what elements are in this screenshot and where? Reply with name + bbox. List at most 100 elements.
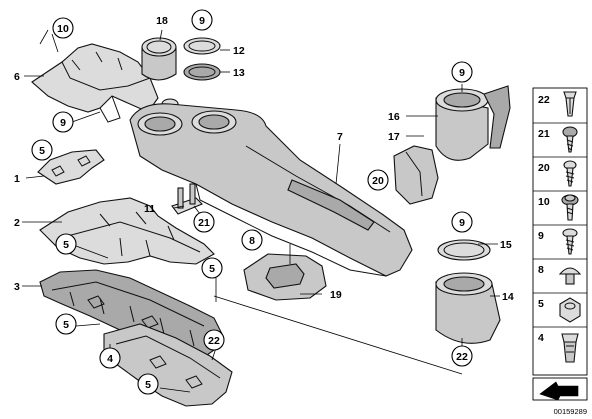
callout-22-a: 22 <box>203 329 225 351</box>
callout-1: 1 <box>14 173 20 185</box>
callout-label: 19 <box>330 289 342 301</box>
callout-9-left: 9 <box>52 111 74 133</box>
callout-label: 1 <box>14 173 20 185</box>
callout-label: 9 <box>199 15 205 27</box>
callout-label: 15 <box>500 239 512 251</box>
shifter-surround <box>435 272 501 344</box>
callout-16: 16 <box>388 111 400 123</box>
mounting-studs <box>171 183 203 215</box>
legend-item-9: 9 <box>538 228 578 255</box>
callout-20: 20 <box>367 169 389 191</box>
screw-round-head-icon <box>562 126 578 153</box>
callout-label: 5 <box>145 379 151 391</box>
callout-label: 9 <box>459 217 465 229</box>
callout-label: 5 <box>63 239 69 251</box>
lower-seal-ring <box>183 63 221 81</box>
callout-11: 11 <box>144 203 155 215</box>
callout-label: 2 <box>14 217 20 229</box>
legend-item-22: 22 <box>538 91 577 117</box>
callout-label: 21 <box>198 217 210 229</box>
hex-flange-screw-icon <box>561 194 579 221</box>
callout-label: 22 <box>208 335 220 347</box>
spring-clip-icon <box>561 333 579 363</box>
legend-label: 21 <box>538 128 550 140</box>
legend-item-8: 8 <box>538 264 582 285</box>
legend-label: 22 <box>538 94 550 106</box>
callout-label: 17 <box>388 131 400 143</box>
fastener-legend-panel: 22 21 20 10 <box>532 87 588 376</box>
callout-5-d: 5 <box>55 313 77 335</box>
callout-2: 2 <box>14 217 20 229</box>
callout-label: 7 <box>337 131 343 143</box>
legend-label: 9 <box>538 230 544 242</box>
callout-4: 4 <box>99 347 121 369</box>
callout-8: 8 <box>241 229 263 251</box>
callout-label: 16 <box>388 111 400 123</box>
callout-label: 14 <box>502 291 514 303</box>
callout-label: 9 <box>459 67 465 79</box>
clip-nut-icon <box>559 297 581 323</box>
callout-label: 18 <box>156 15 168 27</box>
self-tapping-screw-icon <box>563 160 577 187</box>
callout-label: 11 <box>144 203 155 215</box>
catalog-number: 00159289 <box>554 407 587 416</box>
leader-lines <box>22 29 500 393</box>
callout-9-mid: 9 <box>451 211 473 233</box>
plastic-rivet-icon <box>563 91 577 117</box>
callout-label: 22 <box>456 351 468 363</box>
legend-item-4: 4 <box>538 332 579 363</box>
legend-item-5: 5 <box>538 297 581 323</box>
callout-label: 13 <box>233 67 245 79</box>
legend-label: 4 <box>538 332 544 344</box>
view-direction-arrow-box <box>532 377 588 401</box>
callout-label: 5 <box>209 263 215 275</box>
lower-carrier-panel <box>39 197 215 265</box>
callout-label: 9 <box>60 117 66 129</box>
callout-14: 14 <box>502 291 514 303</box>
legend-item-20: 20 <box>538 160 577 187</box>
callout-6: 6 <box>14 71 20 83</box>
callout-21: 21 <box>193 211 215 233</box>
rubber-mat <box>243 253 327 301</box>
centre-console <box>129 103 413 277</box>
callout-label: 5 <box>39 145 45 157</box>
callout-12: 12 <box>233 45 245 57</box>
callout-15: 15 <box>500 239 512 251</box>
cup-holder-insert <box>141 37 177 81</box>
legend-label: 5 <box>538 298 544 310</box>
callout-label: 6 <box>14 71 20 83</box>
upper-seal-ring <box>183 37 221 55</box>
callout-5-c: 5 <box>201 257 223 279</box>
oval-head-screw-icon <box>562 228 578 255</box>
callout-3: 3 <box>14 281 20 293</box>
callout-label: 3 <box>14 281 20 293</box>
callout-label: 8 <box>249 235 255 247</box>
callout-18: 18 <box>156 15 168 27</box>
callout-13: 13 <box>233 67 245 79</box>
legend-label: 10 <box>538 196 550 208</box>
legend-label: 20 <box>538 162 550 174</box>
callout-9-right: 9 <box>451 61 473 83</box>
callout-19: 19 <box>330 289 342 301</box>
rear-cup-holder <box>435 85 511 161</box>
callout-17: 17 <box>388 131 400 143</box>
callout-label: 10 <box>57 23 69 35</box>
legend-item-10: 10 <box>538 194 579 221</box>
callout-10-top: 10 <box>52 17 74 39</box>
callout-22-b: 22 <box>451 345 473 367</box>
callout-label: 12 <box>233 45 245 57</box>
callout-5-e: 5 <box>137 373 159 395</box>
callout-9-top: 9 <box>191 9 213 31</box>
legend-item-21: 21 <box>538 126 578 153</box>
gear-lever-ring <box>437 239 491 261</box>
callout-5-b: 5 <box>55 233 77 255</box>
callout-5-a: 5 <box>31 139 53 161</box>
clip-bracket <box>37 149 105 185</box>
callout-7: 7 <box>337 131 343 143</box>
callout-label: 4 <box>107 353 113 365</box>
arrow-icon <box>539 381 579 401</box>
callout-label: 5 <box>63 319 69 331</box>
callout-label: 20 <box>372 175 384 187</box>
trim-cover <box>393 145 439 205</box>
